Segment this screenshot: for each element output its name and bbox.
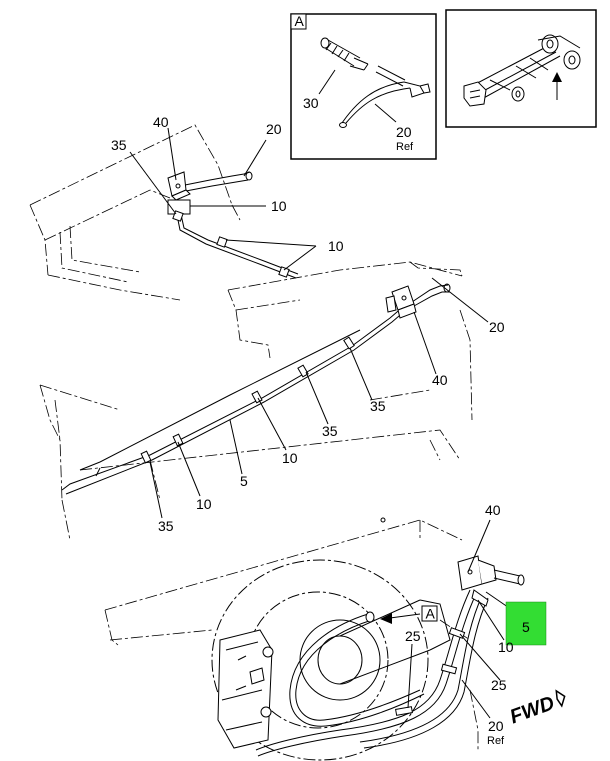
upper-frame-rail bbox=[29, 124, 479, 750]
detail-a-label: A bbox=[295, 13, 305, 29]
callout-20-top: 20 bbox=[266, 121, 282, 137]
truck-chassis-sketch bbox=[463, 34, 581, 107]
callout-25-left: 25 bbox=[405, 628, 421, 644]
callout-20-right: 20 bbox=[489, 319, 505, 335]
callout-10-low: 10 bbox=[196, 496, 212, 512]
bracket-40-right bbox=[385, 285, 417, 319]
callout-35-low: 35 bbox=[158, 518, 174, 534]
fwd-indicator: FWD bbox=[507, 689, 566, 728]
detail-a-inset: A 30 20 Ref bbox=[290, 13, 437, 160]
highlight-box[interactable] bbox=[505, 601, 547, 646]
callout-10-a: 10 bbox=[271, 198, 287, 214]
ref-detail: Ref bbox=[396, 141, 414, 153]
fwd-arrow-icon bbox=[555, 689, 566, 708]
view-a-arrow: A bbox=[380, 605, 438, 624]
callout-40-right: 40 bbox=[432, 372, 448, 388]
callout-30: 30 bbox=[303, 95, 319, 111]
callout-10-bottom: 10 bbox=[498, 639, 514, 655]
callout-5-highlight[interactable]: 5 bbox=[522, 619, 530, 635]
brake-line-assembly bbox=[61, 171, 451, 495]
locator-arrow-icon bbox=[552, 72, 562, 82]
callout-20-detail: 20 bbox=[396, 124, 412, 140]
view-a-label: A bbox=[426, 606, 436, 622]
wheel-hub-assembly bbox=[211, 517, 525, 761]
locator-inset bbox=[445, 9, 597, 128]
callout-35-top: 35 bbox=[111, 137, 127, 153]
callout-40-top: 40 bbox=[153, 114, 169, 130]
ref-bottom: Ref bbox=[487, 735, 505, 747]
callouts: 20 40 35 10 10 20 40 35 35 10 5 10 35 40… bbox=[111, 114, 514, 747]
leader-lines bbox=[129, 127, 519, 719]
callout-10-mid: 10 bbox=[282, 450, 298, 466]
callout-25-right: 25 bbox=[491, 677, 507, 693]
callout-40-bottom: 40 bbox=[485, 502, 501, 518]
callout-20-bottom: 20 bbox=[488, 718, 504, 734]
callout-35-mid: 35 bbox=[322, 423, 338, 439]
fwd-label: FWD bbox=[507, 692, 557, 728]
hose-part-20 bbox=[339, 81, 431, 128]
callout-10-b: 10 bbox=[328, 238, 344, 254]
callout-35-right: 35 bbox=[370, 398, 386, 414]
callout-5-mid: 5 bbox=[240, 473, 248, 489]
bushing-part-30 bbox=[320, 37, 406, 87]
